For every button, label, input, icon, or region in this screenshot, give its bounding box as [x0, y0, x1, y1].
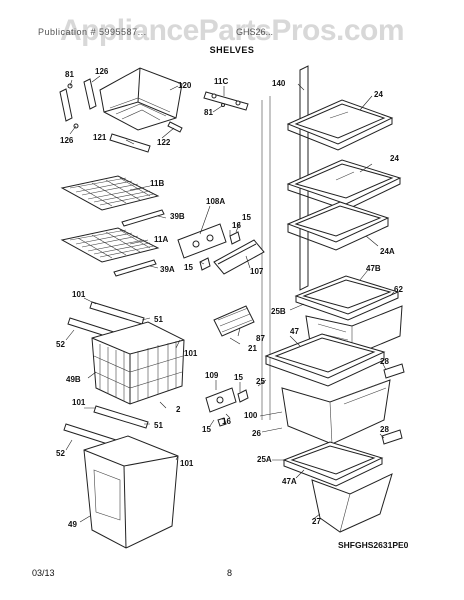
- glass-shelf-24-top: [286, 99, 394, 151]
- slide-rail-51-upper: [89, 301, 145, 325]
- callout-2: 2: [176, 405, 181, 414]
- callout-51-b: 51: [154, 421, 163, 430]
- callout-109: 109: [205, 371, 219, 380]
- publication-number: Publication # 5995587...: [38, 27, 147, 37]
- callout-11b: 11B: [150, 179, 164, 188]
- crisper-cover-47a: [282, 441, 384, 487]
- rail-122: [167, 121, 183, 133]
- support-121: [109, 133, 151, 153]
- callout-126: 126: [95, 67, 109, 76]
- callout-81: 81: [65, 70, 74, 79]
- callout-62: 62: [394, 285, 403, 294]
- trim-39a: [113, 259, 157, 277]
- section-title: SHELVES: [209, 45, 255, 55]
- callout-108a: 108A: [206, 197, 225, 206]
- callout-24-top: 24: [374, 90, 383, 99]
- callout-27: 27: [312, 517, 321, 526]
- crisper-cover-47b: [294, 275, 400, 321]
- callout-26: 26: [252, 429, 261, 438]
- callout-25a: 25A: [257, 455, 272, 464]
- callout-81-b: 81: [204, 108, 213, 117]
- callout-100: 100: [244, 411, 258, 420]
- callout-120: 120: [178, 81, 192, 90]
- pan-100: [281, 379, 391, 445]
- heater-87: [213, 305, 255, 345]
- callout-49: 49: [68, 520, 77, 529]
- crisper-cover-47: [264, 333, 386, 387]
- bin-49: [83, 435, 179, 549]
- cover-107: [213, 239, 265, 275]
- callout-101: 101: [72, 290, 86, 299]
- bracket-11c: [203, 91, 249, 113]
- leader-lines: [65, 75, 395, 523]
- footer-page-number: 8: [227, 568, 233, 578]
- callout-16: 16: [232, 221, 241, 230]
- model-number: GHS26...: [236, 27, 274, 37]
- callout-122: 122: [157, 138, 171, 147]
- clip-28-lower: [381, 429, 403, 445]
- wire-basket-49b: [91, 321, 185, 405]
- callout-28-b: 28: [380, 425, 389, 434]
- callout-47a: 47A: [282, 477, 297, 486]
- slide-rail-51-lower: [93, 405, 149, 429]
- callout-11c: 11C: [214, 77, 228, 86]
- callout-101-c: 101: [72, 398, 86, 407]
- callout-107: 107: [250, 267, 264, 276]
- trim-39b: [121, 209, 165, 227]
- callout-47b: 47B: [366, 264, 381, 273]
- callout-15-d: 15: [202, 425, 211, 434]
- callout-21: 21: [248, 344, 257, 353]
- callout-25: 25: [256, 377, 265, 386]
- drawer-27: [311, 473, 393, 533]
- glass-shelf-24a: [286, 201, 390, 251]
- callout-49b: 49B: [66, 375, 81, 384]
- callout-140: 140: [272, 79, 286, 88]
- watermark: AppliancePartsPros.com: [59, 14, 405, 47]
- callout-101-b: 101: [184, 349, 198, 358]
- callout-51: 51: [154, 315, 163, 324]
- callout-39a: 39A: [160, 265, 175, 274]
- callout-87: 87: [256, 334, 265, 343]
- callout-126-lower: 126: [60, 136, 74, 145]
- footer-date: 03/13: [32, 568, 55, 578]
- wire-shelf-11a: [60, 227, 160, 263]
- callout-121: 121: [93, 133, 107, 142]
- callout-52: 52: [56, 340, 65, 349]
- callout-labels: 81 126 120 126 121 122 11C 81 140 24 24 …: [56, 67, 409, 550]
- bin-120: [99, 67, 183, 131]
- callout-25b: 25B: [271, 307, 286, 316]
- clip-28-upper: [383, 363, 405, 379]
- callout-28: 28: [380, 357, 389, 366]
- callout-15-b: 15: [184, 263, 193, 272]
- glass-shelf-24-mid: [286, 159, 402, 211]
- knob-15-16: [199, 231, 241, 271]
- bracket-126-left: [59, 78, 97, 129]
- callout-24a: 24A: [380, 247, 395, 256]
- wire-shelf-11b: [60, 175, 160, 211]
- callout-47: 47: [290, 327, 299, 336]
- control-109: [205, 387, 249, 427]
- callout-15: 15: [242, 213, 251, 222]
- callout-24-mid: 24: [390, 154, 399, 163]
- callout-39b: 39B: [170, 212, 185, 221]
- callout-16-b: 16: [222, 417, 231, 426]
- callout-101-d: 101: [180, 459, 194, 468]
- control-housing-108a: [177, 223, 227, 259]
- callout-11a: 11A: [154, 235, 168, 244]
- callout-15-c: 15: [234, 373, 243, 382]
- callout-52-b: 52: [56, 449, 65, 458]
- diagram-code: SHFGHS2631PE0: [338, 540, 409, 550]
